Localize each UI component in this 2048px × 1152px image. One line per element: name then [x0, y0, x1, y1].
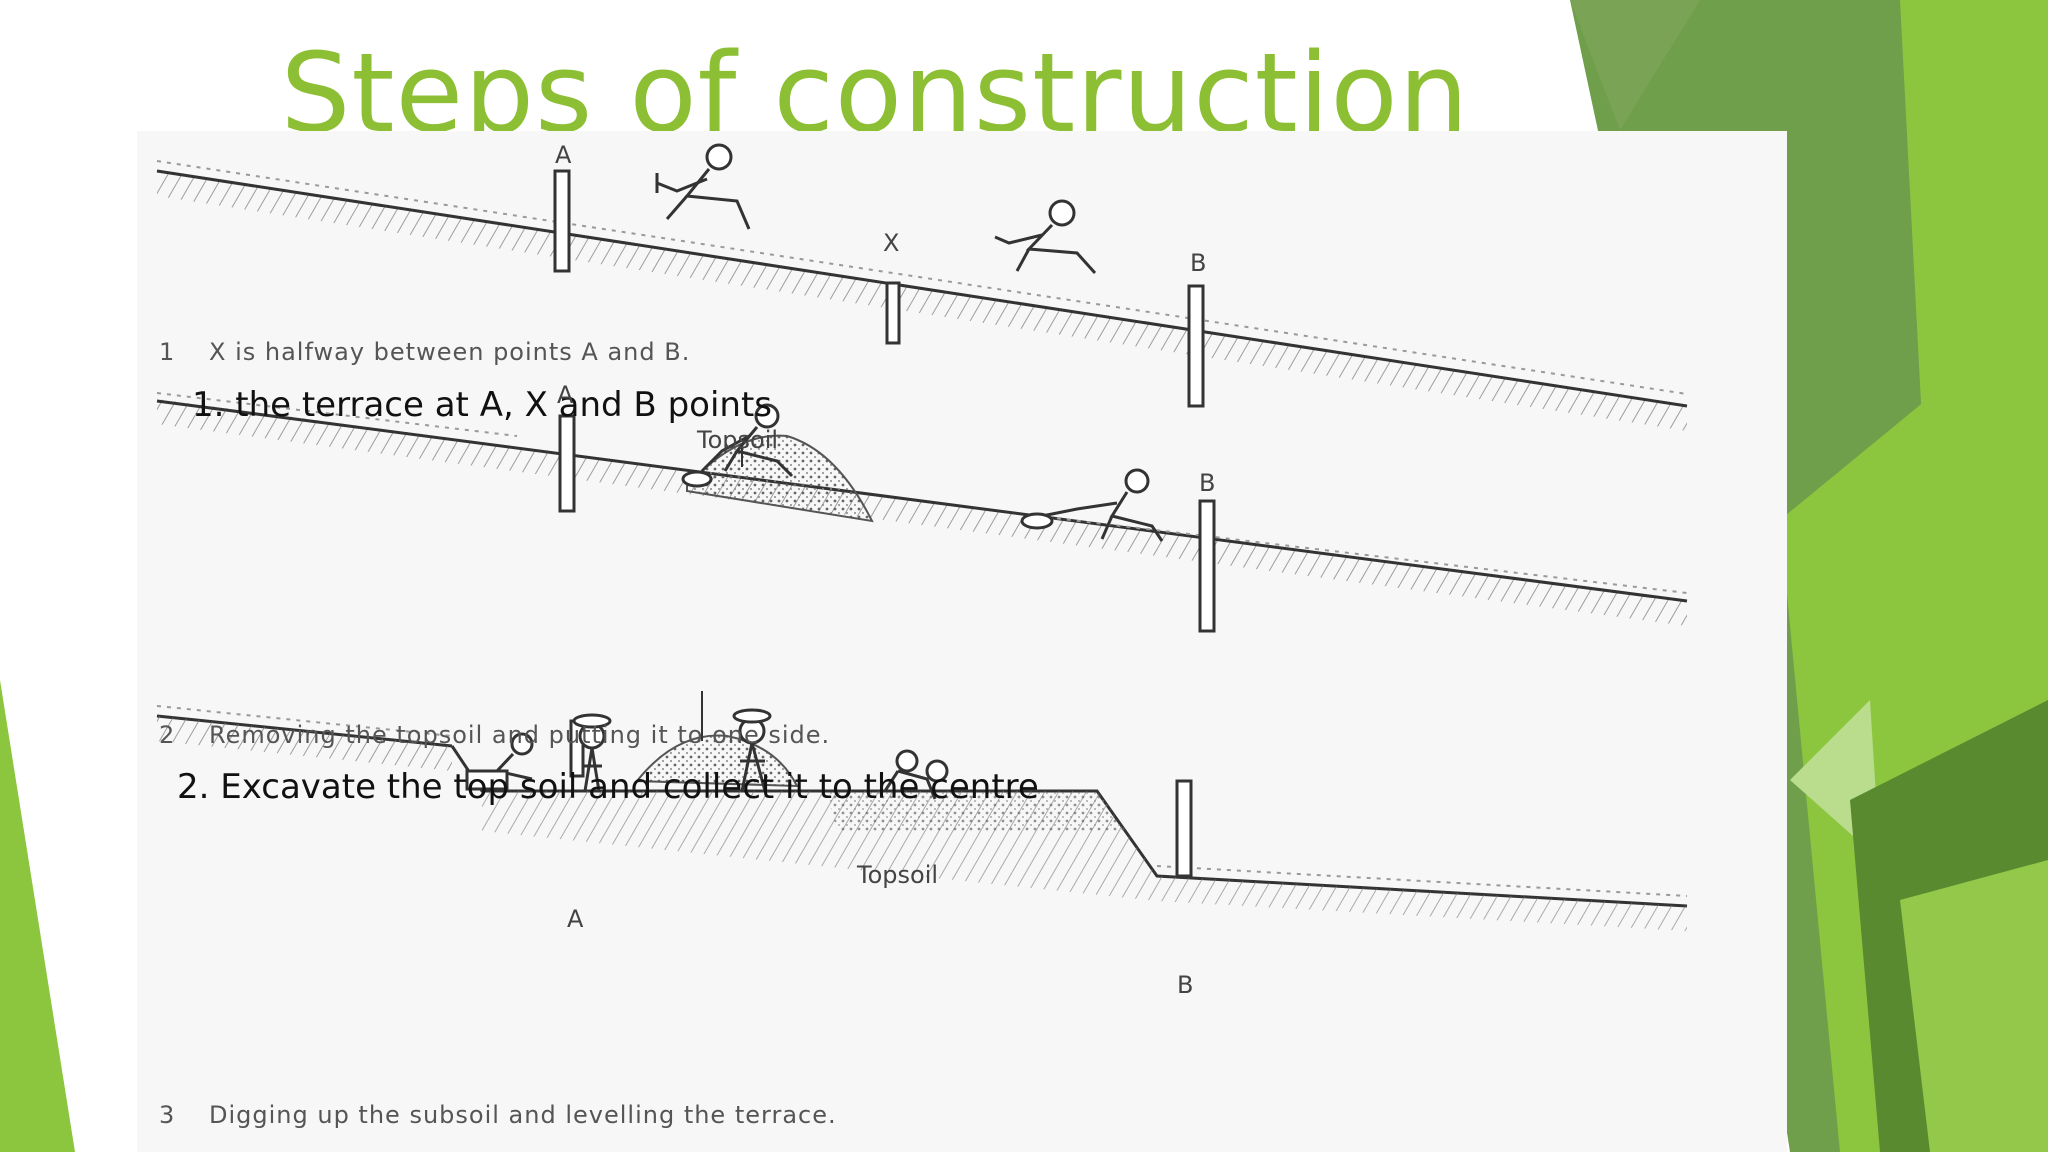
- step2-label-topsoil: Topsoil: [697, 426, 779, 454]
- step1-label-a: A: [555, 141, 572, 169]
- step2-slope: [156, 392, 1688, 626]
- step2-caption-text: Removing the topsoil and putting it to o…: [209, 721, 831, 749]
- step1-number: 1: [159, 338, 176, 366]
- step2-worker-right: [1020, 468, 1164, 542]
- step2-stake-b: [1198, 499, 1216, 633]
- step3-caption: 3 Digging up the subsoil and levelling th…: [159, 1101, 837, 1129]
- step1-label-b: B: [1190, 249, 1207, 277]
- step3-terrace: [156, 705, 1688, 931]
- step3-label-b: B: [1177, 971, 1194, 999]
- step2-number: 2: [159, 721, 176, 749]
- step3-workers: [465, 708, 949, 800]
- terrace-construction-figure: A X B 1 X is halfway between points A and…: [137, 131, 1787, 1152]
- step1-worker-right: [994, 199, 1097, 275]
- step3-stake-b: [1175, 779, 1193, 878]
- step3-label-a: A: [567, 905, 584, 933]
- step3-caption-text: Digging up the subsoil and levelling the…: [209, 1101, 837, 1129]
- step1-worker-left: [655, 143, 751, 230]
- step2-stake-a: [558, 414, 576, 513]
- step1-label-x: X: [883, 229, 900, 257]
- step1-slope: [156, 160, 1688, 431]
- step3-number: 3: [159, 1101, 176, 1129]
- step2-label-a: A: [557, 381, 574, 409]
- step1-note: 1. the terrace at A, X and B points: [192, 385, 772, 425]
- step3-label-topsoil: Topsoil: [857, 861, 939, 889]
- step2-worker-left: [681, 403, 794, 488]
- step2-caption: 2 Removing the topsoil and putting it to …: [159, 721, 830, 749]
- step1-caption: 1 X is halfway between points A and B.: [159, 338, 690, 366]
- step2-note: 2. Excavate the top soil and collect it …: [177, 767, 1039, 807]
- step1-stake-a: [553, 169, 571, 273]
- terrace-illustration: [156, 143, 1688, 931]
- step1-caption-text: X is halfway between points A and B.: [209, 338, 691, 366]
- step1-stake-x: [885, 281, 901, 345]
- step2-label-b: B: [1199, 469, 1216, 497]
- step3-topsoil-pile: [634, 734, 799, 788]
- step1-stake-b: [1187, 284, 1205, 408]
